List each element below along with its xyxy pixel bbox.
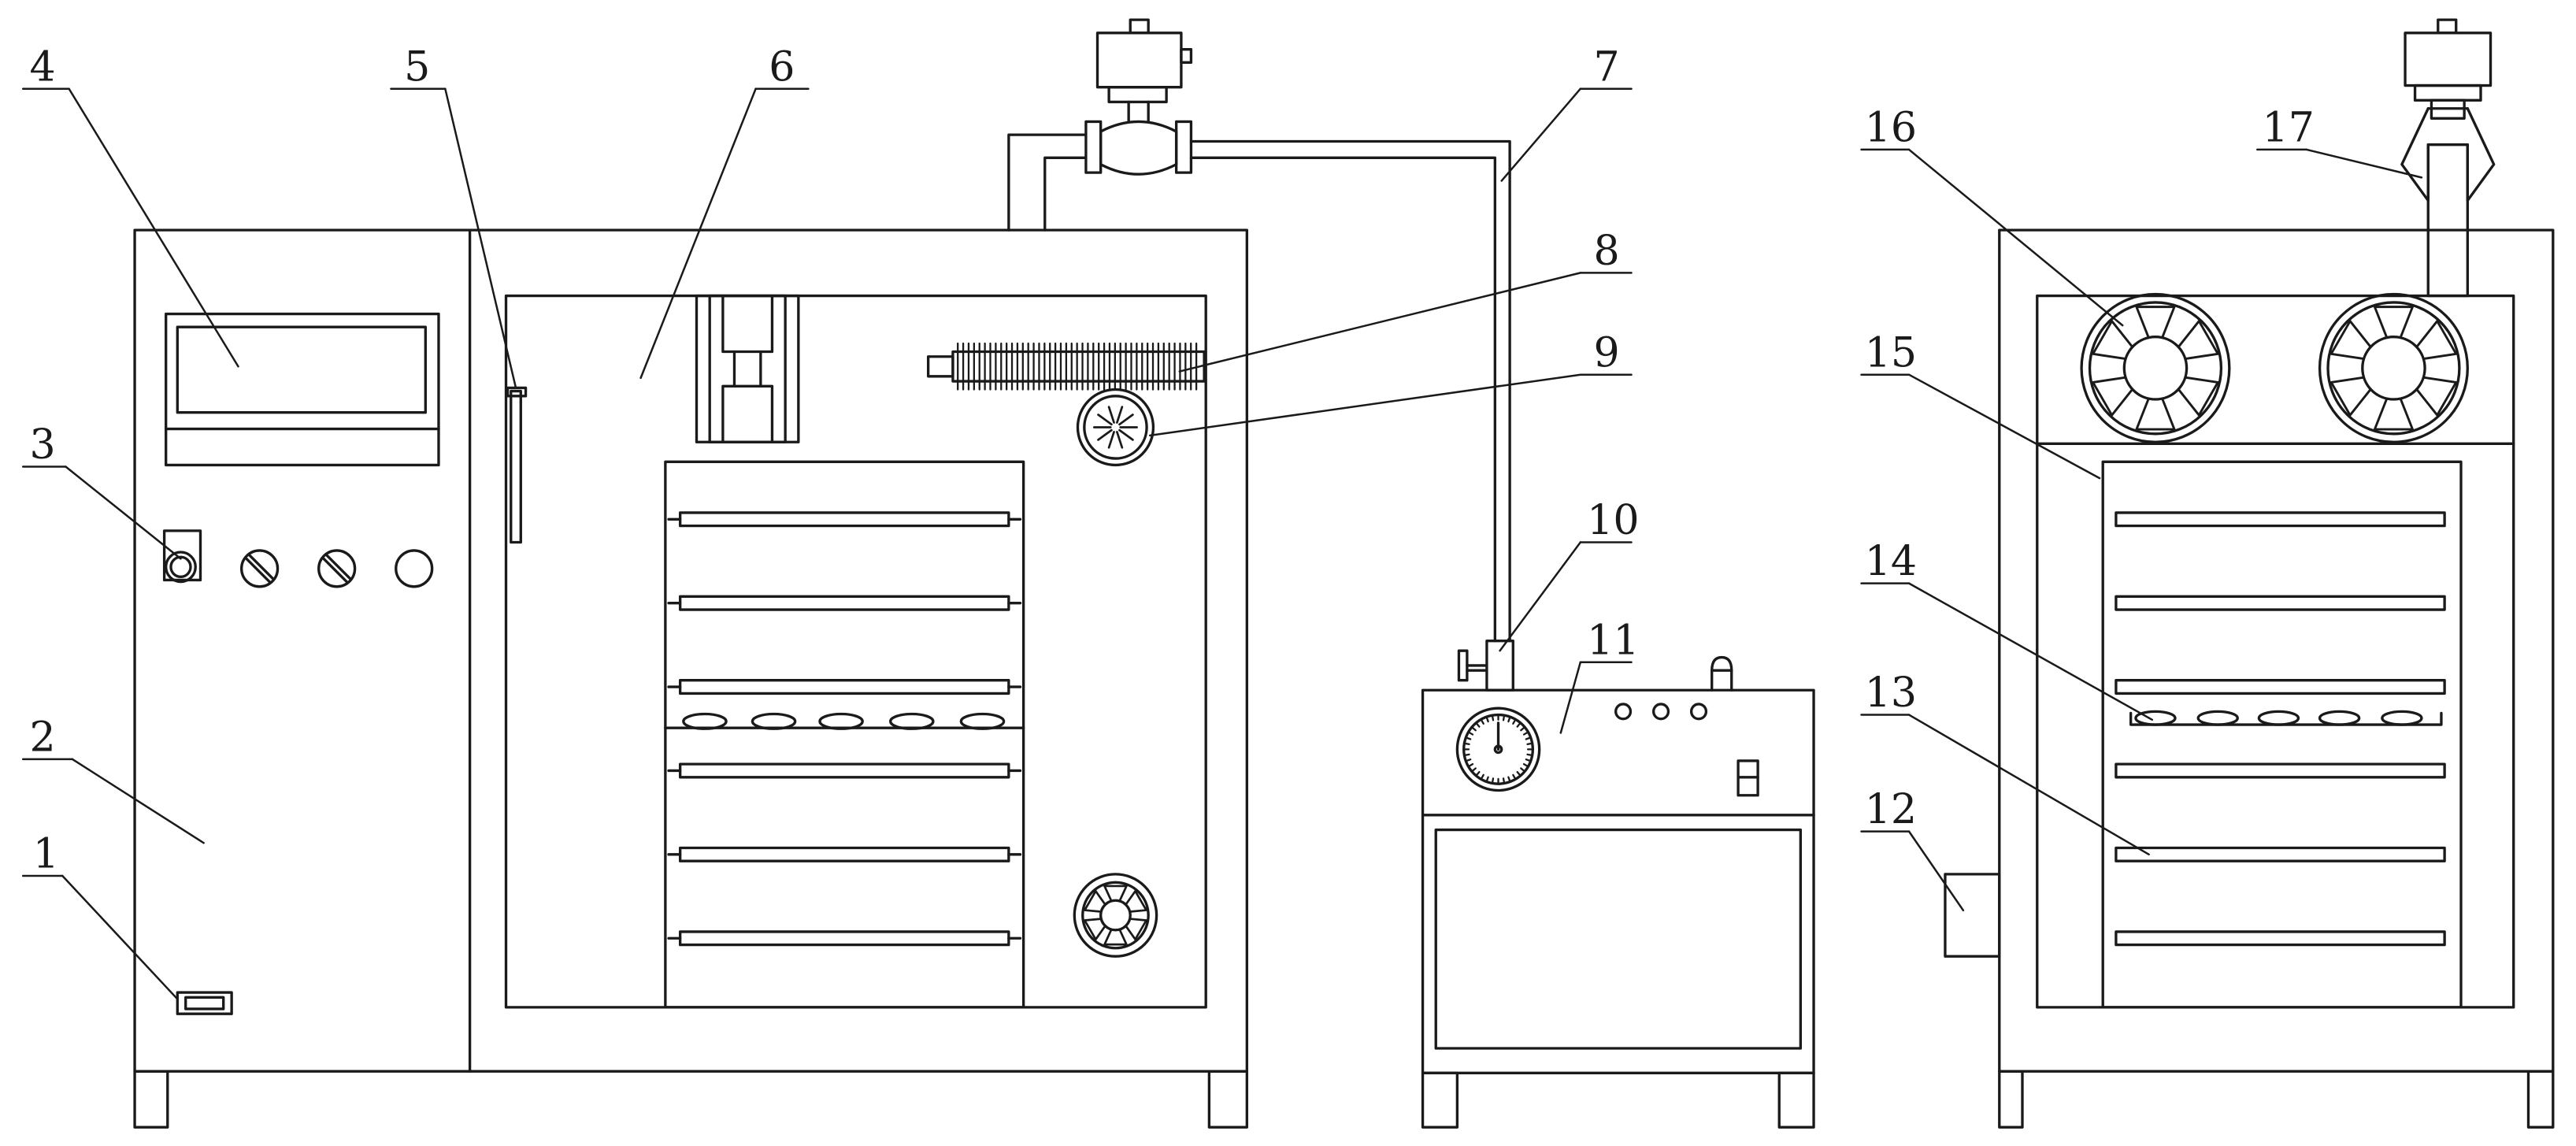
tray-5 (678, 846, 1010, 862)
sample-1 (682, 712, 728, 730)
heating-tube-icon (926, 342, 1206, 391)
side-sample-3 (2257, 710, 2300, 726)
side-tray-2 (2115, 595, 2446, 611)
indicator-lamp-icon (395, 549, 434, 588)
side-sample-2 (2196, 710, 2239, 726)
label-1: 1 (33, 831, 59, 878)
lower-fan-icon (1073, 873, 1158, 958)
power-switch-icon (165, 551, 197, 584)
side-tray-frame (2101, 460, 2463, 1009)
label-9: 9 (1594, 329, 1620, 376)
tray-2 (678, 595, 1010, 611)
side-sample-1 (2134, 710, 2177, 726)
indicator-light-1 (1614, 703, 1633, 721)
sample-2 (751, 712, 797, 730)
inlet-valve-icon (1457, 639, 1514, 692)
inlet-box (1944, 873, 2001, 958)
usb-port-icon (176, 991, 233, 1015)
side-sample-5 (2381, 710, 2423, 726)
top-knob (1711, 655, 1733, 692)
side-tray-3 (2115, 679, 2446, 695)
label-10: 10 (1587, 497, 1639, 544)
h-bracket (695, 294, 800, 443)
tray-4 (678, 762, 1010, 779)
top-fan-1-icon (2080, 292, 2231, 443)
label-17: 17 (2263, 104, 2315, 151)
label-8: 8 (1594, 228, 1620, 275)
side-tray-1 (2115, 511, 2446, 528)
control-panel (162, 312, 440, 1015)
tray-rack (664, 460, 1025, 1009)
side-cabinet (1944, 18, 2555, 1129)
sample-5 (959, 712, 1006, 730)
thermometer-icon (510, 389, 522, 544)
label-2: 2 (30, 714, 56, 761)
knob-1 (239, 549, 280, 588)
side-tray-5 (2115, 846, 2446, 862)
label-12: 12 (1865, 786, 1917, 833)
label-16: 16 (1865, 104, 1917, 151)
main-cabinet (133, 228, 1249, 1129)
sample-3 (818, 712, 864, 730)
side-tray-6 (2115, 930, 2446, 947)
exhaust-valve-icon (2400, 18, 2496, 298)
indicator-light-2 (1651, 703, 1670, 721)
sample-4 (888, 712, 935, 730)
drying-chamber (504, 294, 1207, 1009)
label-3: 3 (30, 421, 56, 469)
label-11: 11 (1587, 617, 1639, 664)
tray-1 (678, 511, 1010, 528)
label-7: 7 (1594, 43, 1620, 91)
top-fan-2-icon (2318, 292, 2469, 443)
unit-door (1434, 828, 1803, 1050)
valve-body (1099, 120, 1178, 176)
label-6: 6 (769, 43, 795, 91)
knob-2 (317, 549, 357, 588)
control-unit (1421, 639, 1815, 1129)
circulation-fan-icon (1076, 388, 1155, 467)
tray-6 (678, 930, 1010, 947)
label-15: 15 (1865, 329, 1917, 376)
solenoid-coil (1095, 32, 1183, 89)
tray-3 (678, 679, 1010, 695)
reference-numbers: 1 2 3 4 5 6 7 8 9 10 11 12 13 14 15 16 1… (30, 43, 2315, 877)
label-14: 14 (1865, 538, 1917, 585)
leader-lines (21, 87, 2423, 1000)
display-screen (176, 325, 427, 414)
side-sample-4 (2318, 710, 2361, 726)
pressure-gauge-icon (1455, 707, 1541, 792)
solenoid-valve-assembly (1007, 18, 1511, 643)
label-5: 5 (404, 43, 430, 91)
indicator-light-3 (1689, 703, 1708, 721)
label-4: 4 (30, 43, 56, 91)
label-13: 13 (1865, 669, 1917, 717)
side-tray-4 (2115, 762, 2446, 779)
display-screen-housing (165, 312, 440, 467)
